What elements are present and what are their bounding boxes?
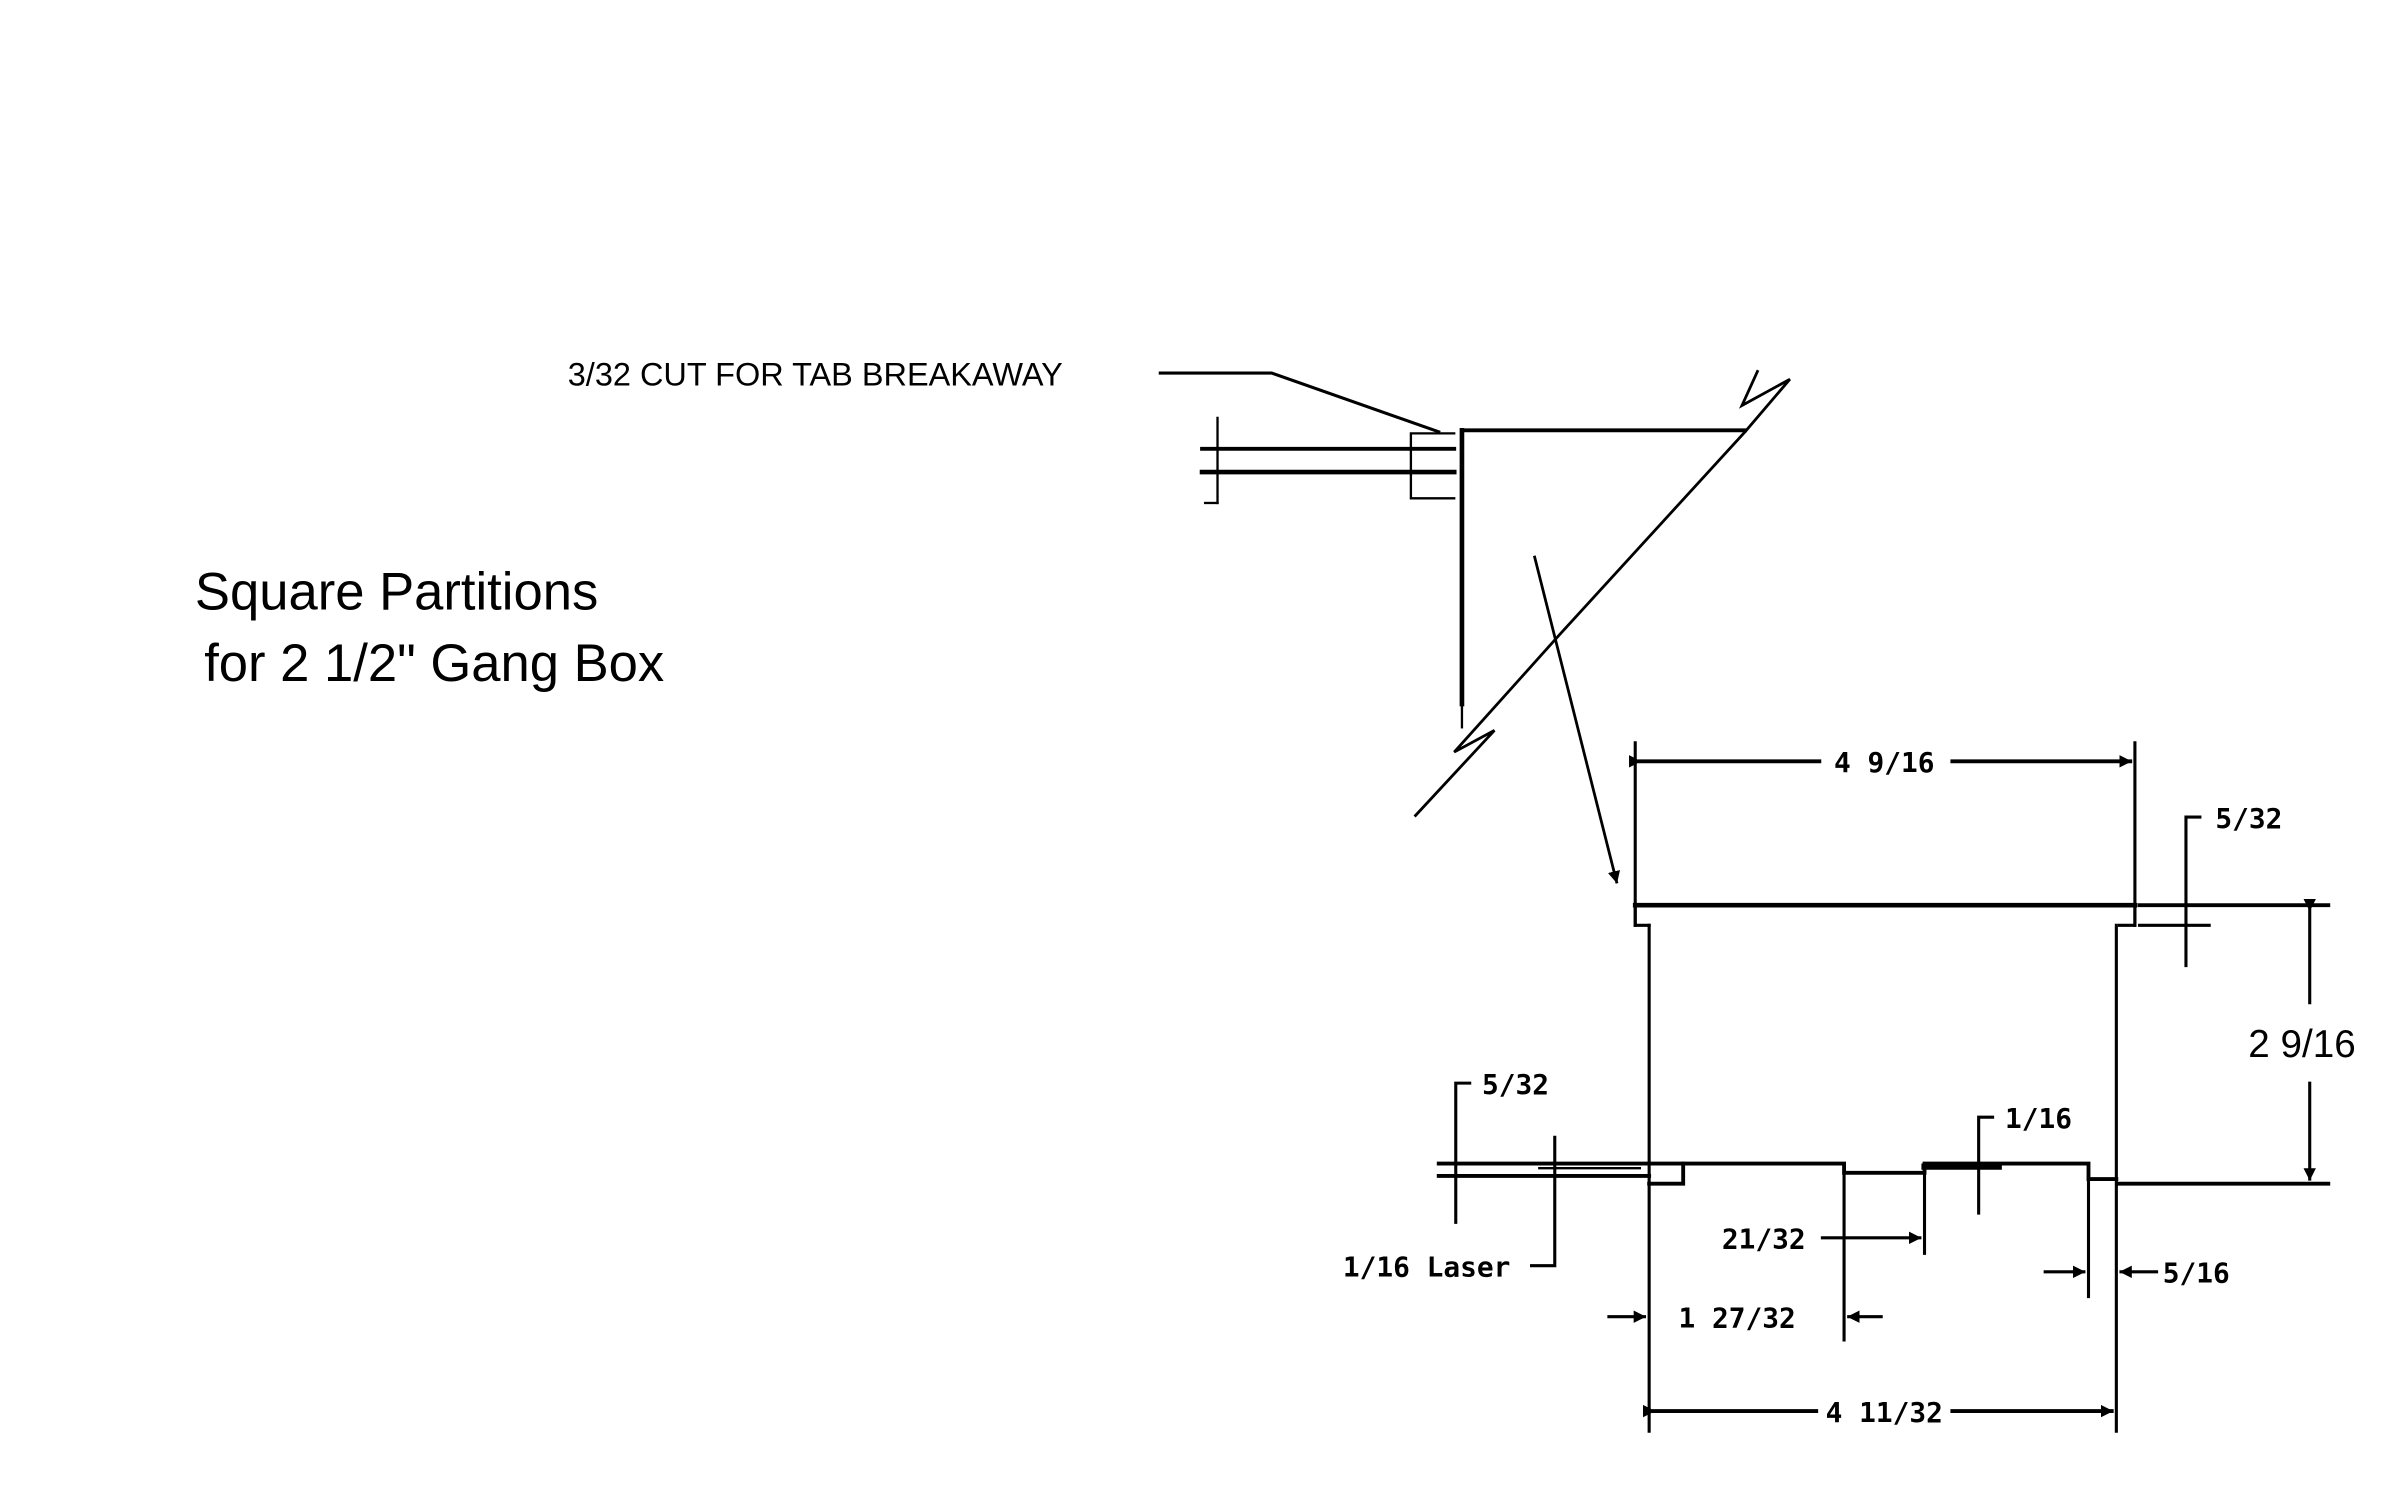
dim-left-tab: 5/32 [1482, 1068, 1549, 1101]
dim-top-width: 4 9/16 [1834, 746, 1935, 779]
dim-notch-offset: 1 27/32 [1679, 1302, 1796, 1335]
title-line-2: for 2 1/2" Gang Box [204, 634, 664, 693]
dim-notch-small: 1/16 [2005, 1102, 2072, 1135]
title-line-1: Square Partitions [195, 563, 598, 622]
dim-height: 2 9/16 [2248, 1023, 2355, 1066]
partition-profile [1436, 741, 2331, 1433]
dim-laser: 1/16 Laser [1343, 1250, 1511, 1283]
dim-bottom-width: 4 11/32 [1826, 1396, 1943, 1429]
callout-leader [1158, 371, 1441, 434]
dim-top-tab: 5/32 [2215, 802, 2282, 835]
detail-view [1199, 369, 1791, 884]
dim-right-offset: 5/16 [2163, 1257, 2230, 1290]
callout-label: 3/32 CUT FOR TAB BREAKAWAY [568, 356, 1063, 392]
dim-notch-width: 21/32 [1722, 1223, 1806, 1256]
